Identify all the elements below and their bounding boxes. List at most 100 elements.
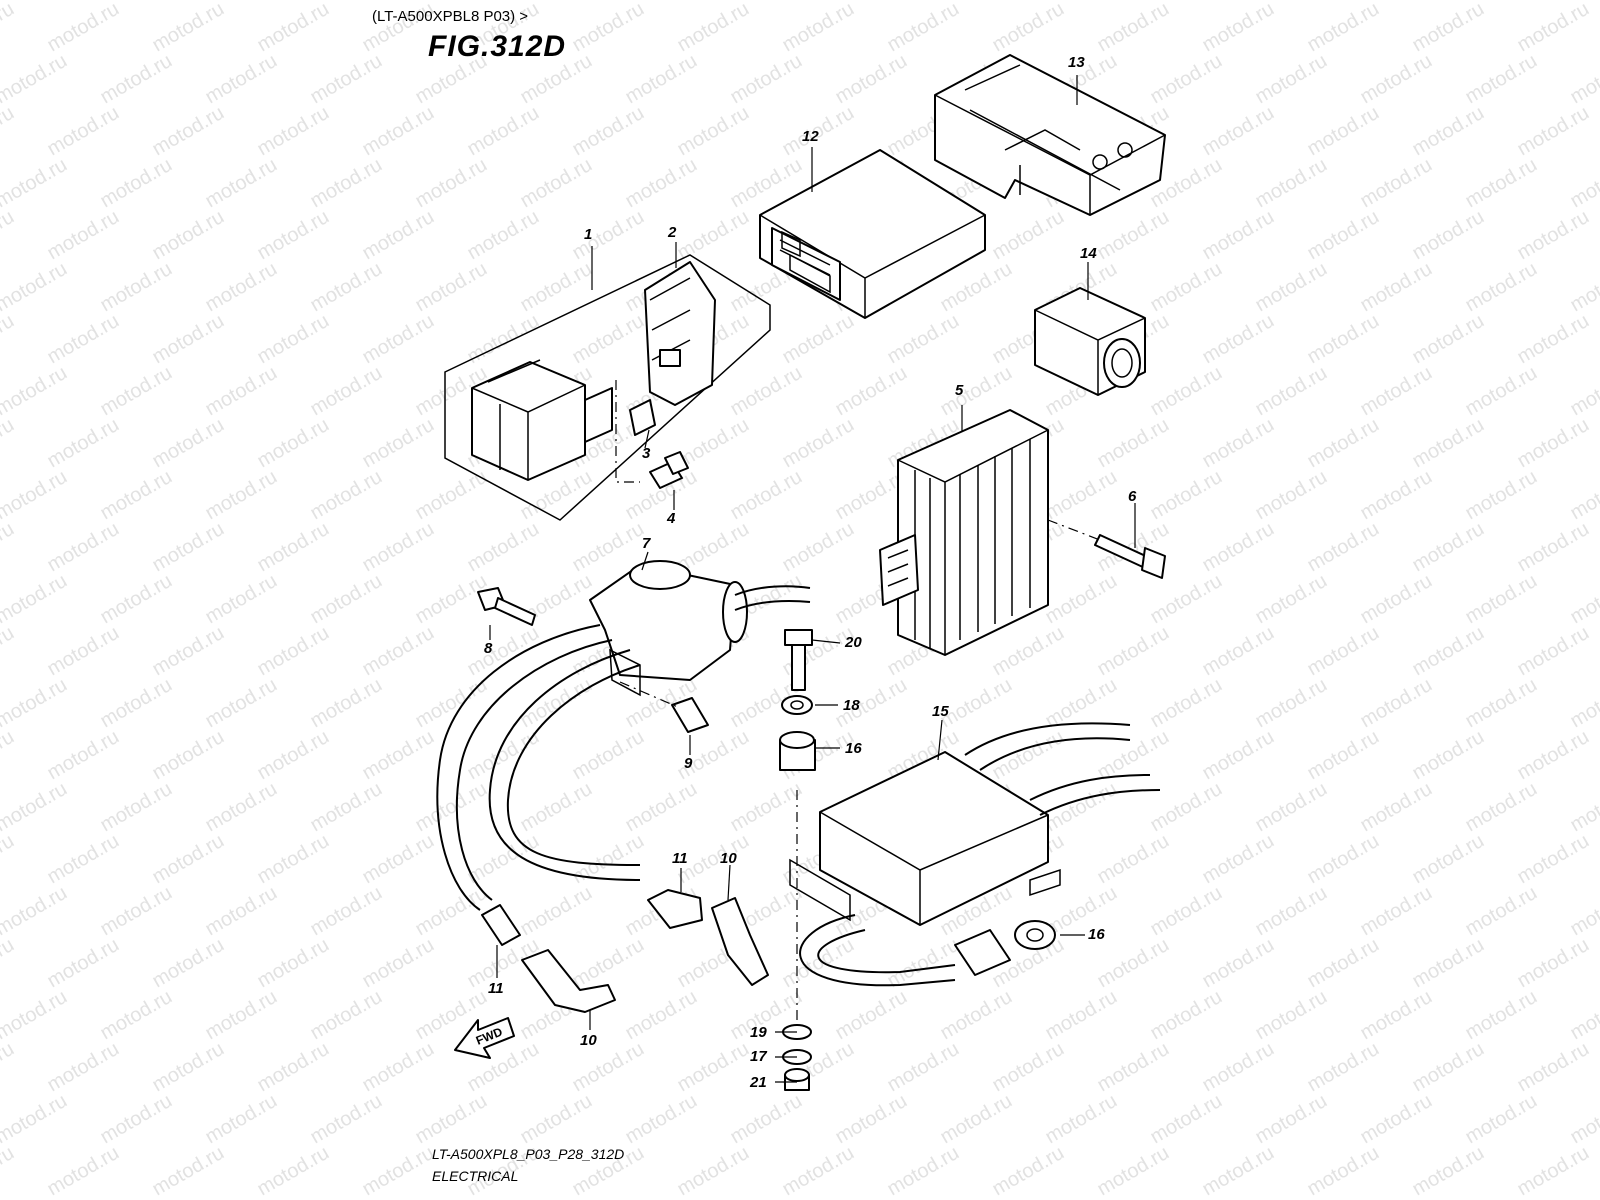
callout-9: 9 <box>684 755 693 772</box>
watermark-text: motod.ru <box>1514 622 1593 681</box>
watermark-text: motod.ru <box>307 362 386 421</box>
watermark-text: motod.ru <box>464 206 543 265</box>
watermark-text: motod.ru <box>569 726 648 785</box>
watermark-text: motod.ru <box>0 674 71 733</box>
watermark-text: motod.ru <box>1252 674 1331 733</box>
footer-drawing-code: LT-A500XPL8_P03_P28_312D <box>432 1146 625 1162</box>
watermark-text: motod.ru <box>1094 206 1173 265</box>
watermark-text: motod.ru <box>254 830 333 889</box>
watermark-text: motod.ru <box>0 362 71 421</box>
watermark-text: motod.ru <box>1304 1142 1383 1200</box>
watermark-text: motod.ru <box>1094 830 1173 889</box>
watermark-text: motod.ru <box>202 986 281 1045</box>
watermark-text: motod.ru <box>1409 934 1488 993</box>
callout-4: 4 <box>667 510 676 527</box>
watermark-text: motod.ru <box>44 726 123 785</box>
watermark-text: motod.ru <box>254 102 333 161</box>
part-14-connector <box>1034 287 1146 396</box>
callout-17: 17 <box>750 1048 767 1065</box>
watermark-text: motod.ru <box>937 1090 1016 1149</box>
watermark-text: motod.ru <box>0 466 71 525</box>
model-line: (LT-A500XPBL8 P03) > <box>372 8 529 25</box>
callout-10-right: 10 <box>720 850 737 867</box>
callout-8: 8 <box>484 640 493 657</box>
callout-15: 15 <box>932 703 949 720</box>
watermark-text: motod.ru <box>149 1142 228 1200</box>
watermark-text: motod.ru <box>1199 934 1278 993</box>
part-9-collar <box>671 697 709 733</box>
watermark-text: motod.ru <box>97 570 176 629</box>
watermark-text: motod.ru <box>149 102 228 161</box>
watermark-text: motod.ru <box>1567 1090 1600 1149</box>
watermark-text: motod.ru <box>1304 1038 1383 1097</box>
watermark-text: motod.ru <box>1199 830 1278 889</box>
part-8-bolt <box>477 587 536 626</box>
watermark-text: motod.ru <box>44 518 123 577</box>
watermark-text: motod.ru <box>727 1090 806 1149</box>
watermark-text: motod.ru <box>149 622 228 681</box>
watermark-text: motod.ru <box>1462 882 1541 941</box>
watermark-text: motod.ru <box>307 882 386 941</box>
watermark-text: motod.ru <box>254 1142 333 1200</box>
watermark-text: motod.ru <box>1147 882 1226 941</box>
watermark-text: motod.ru <box>1409 1142 1488 1200</box>
watermark-text: motod.ru <box>202 778 281 837</box>
watermark-text: motod.ru <box>464 310 543 369</box>
part-21-nut <box>784 1068 810 1091</box>
callout-10-left: 10 <box>580 1032 597 1049</box>
watermark-text: motod.ru <box>674 1142 753 1200</box>
watermark-text: motod.ru <box>1199 726 1278 785</box>
watermark-text: motod.ru <box>97 466 176 525</box>
watermark-text: motod.ru <box>1304 0 1383 56</box>
watermark-text: motod.ru <box>412 258 491 317</box>
watermark-text: motod.ru <box>97 882 176 941</box>
watermark-text: motod.ru <box>0 622 18 681</box>
watermark-text: motod.ru <box>1252 778 1331 837</box>
callout-11-left: 11 <box>488 980 504 997</box>
watermark-text: motod.ru <box>1094 1038 1173 1097</box>
watermark-text: motod.ru <box>1567 154 1600 213</box>
watermark-text: motod.ru <box>1567 778 1600 837</box>
watermark-text: motod.ru <box>1409 830 1488 889</box>
watermark-text: motod.ru <box>202 674 281 733</box>
watermark-text: motod.ru <box>1462 466 1541 525</box>
watermark-text: motod.ru <box>1042 778 1121 837</box>
high-tension-cords <box>436 624 641 911</box>
watermark-text: motod.ru <box>359 622 438 681</box>
watermark-text: motod.ru <box>1357 1090 1436 1149</box>
watermark-text: motod.ru <box>0 206 18 265</box>
watermark-text: motod.ru <box>1357 778 1436 837</box>
watermark-text: motod.ru <box>0 778 71 837</box>
watermark-text: motod.ru <box>149 1038 228 1097</box>
watermark-text: motod.ru <box>254 206 333 265</box>
watermark-text: motod.ru <box>1567 882 1600 941</box>
watermark-text: motod.ru <box>1199 102 1278 161</box>
watermark-text: motod.ru <box>359 726 438 785</box>
watermark-text: motod.ru <box>202 466 281 525</box>
watermark-text: motod.ru <box>97 362 176 421</box>
watermark-text: motod.ru <box>937 362 1016 421</box>
watermark-text: motod.ru <box>1357 674 1436 733</box>
watermark-text: motod.ru <box>1252 1090 1331 1149</box>
watermark-text: motod.ru <box>1199 518 1278 577</box>
watermark-text: motod.ru <box>254 310 333 369</box>
watermark-text: motod.ru <box>1042 1090 1121 1149</box>
watermark-text: motod.ru <box>1514 310 1593 369</box>
watermark-text: motod.ru <box>307 778 386 837</box>
watermark-text: motod.ru <box>412 778 491 837</box>
watermark-text: motod.ru <box>1304 622 1383 681</box>
watermark-text: motod.ru <box>307 258 386 317</box>
watermark-text: motod.ru <box>1147 570 1226 629</box>
watermark-text: motod.ru <box>412 466 491 525</box>
watermark-text: motod.ru <box>97 778 176 837</box>
part-13-ecm-cover <box>934 54 1166 216</box>
callout-11-right: 11 <box>672 850 688 867</box>
watermark-text: motod.ru <box>832 50 911 109</box>
watermark-text: motod.ru <box>1252 154 1331 213</box>
watermark-text: motod.ru <box>1567 258 1600 317</box>
watermark-text: motod.ru <box>1252 882 1331 941</box>
part-10-plug-boot-right <box>711 897 769 986</box>
watermark-text: motod.ru <box>1357 50 1436 109</box>
